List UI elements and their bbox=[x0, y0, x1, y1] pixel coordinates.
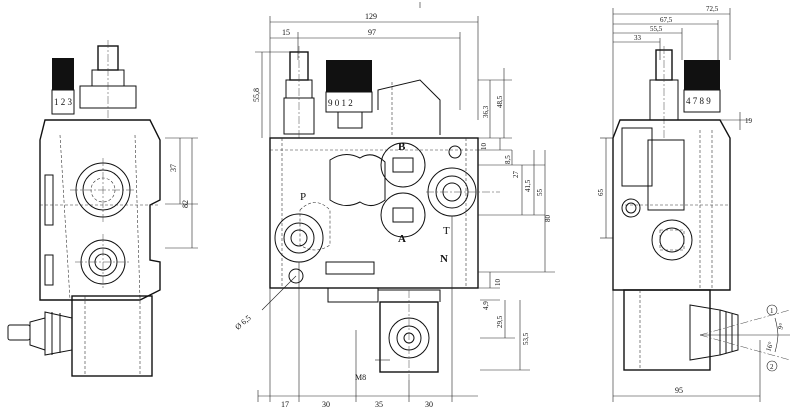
front-dim-8-5: 8,5 bbox=[504, 155, 512, 164]
front-dim-48-5: 48,5 bbox=[496, 95, 504, 108]
front-internal-passage bbox=[329, 154, 386, 206]
left-dim-82: 82 bbox=[181, 200, 190, 208]
right-spool-housing bbox=[623, 289, 711, 371]
front-plug-upper bbox=[448, 145, 462, 159]
front-dim-30-b: 30 bbox=[425, 400, 433, 409]
right-port bbox=[651, 219, 693, 261]
front-dim-53-5: 53,5 bbox=[522, 332, 530, 345]
left-rubber-boot bbox=[7, 311, 73, 356]
left-adjust-knob: 1 2 3 bbox=[51, 58, 75, 115]
right-side-view: 72,5 67,5 55,5 33 4 7 8 9 bbox=[597, 5, 791, 402]
right-marker-1-label: 1 bbox=[770, 307, 774, 315]
right-side-fitting bbox=[621, 198, 641, 218]
front-port-t-label: T bbox=[443, 225, 450, 237]
right-angle-16: 16° bbox=[764, 341, 775, 353]
front-right-dimensions bbox=[478, 68, 555, 371]
front-port-b-label: B bbox=[398, 141, 406, 153]
front-port-b: B bbox=[380, 141, 426, 188]
front-dim-17: 17 bbox=[281, 400, 289, 409]
right-position-marker-2: 2 bbox=[766, 360, 778, 372]
right-dim-65: 65 bbox=[597, 189, 605, 197]
left-dimension-lines bbox=[165, 137, 198, 249]
front-dim-10-bottom: 10 bbox=[494, 279, 502, 287]
front-port-p: P bbox=[274, 191, 324, 263]
front-port-n-label: N bbox=[440, 253, 448, 265]
right-adjust-knob: 4 7 8 9 bbox=[683, 60, 721, 113]
right-angle-9: 9° bbox=[776, 322, 786, 331]
right-dim-19: 19 bbox=[745, 117, 753, 125]
front-port-p-label: P bbox=[300, 191, 306, 203]
front-top-dimensions bbox=[269, 2, 479, 140]
front-port-a: A bbox=[380, 192, 426, 245]
left-dim-37: 37 bbox=[169, 164, 178, 172]
right-position-marker-1: 1 bbox=[766, 304, 778, 316]
right-dim-55-5: 55,5 bbox=[650, 25, 663, 33]
front-side-port-right bbox=[426, 167, 500, 217]
front-view: 129 97 15 55,8 9 0 1 2 bbox=[233, 2, 555, 409]
left-upper-port bbox=[70, 158, 136, 222]
front-bottom-dimensions bbox=[257, 216, 478, 402]
right-dim-95: 95 bbox=[675, 386, 683, 395]
front-dim-10-top: 10 bbox=[480, 143, 488, 151]
left-knob-digits: 1 2 3 bbox=[54, 97, 73, 107]
right-rubber-boot bbox=[719, 309, 739, 356]
front-dim-80: 80 bbox=[544, 215, 552, 223]
left-valve-body bbox=[39, 119, 161, 301]
front-adjust-knob: 9 0 1 2 bbox=[325, 60, 373, 129]
front-hole-callout: Ø 6,5 bbox=[233, 313, 252, 331]
right-dim-67-5: 67,5 bbox=[660, 16, 673, 24]
front-dim-35: 35 bbox=[375, 400, 383, 409]
front-dim-36-3: 36,3 bbox=[482, 105, 490, 118]
front-dim-29-5: 29,5 bbox=[496, 315, 504, 328]
front-thread-callout: M8 bbox=[355, 373, 366, 382]
front-dim-55: 55 bbox=[536, 189, 544, 197]
front-dim-27: 27 bbox=[512, 171, 520, 179]
front-port-a-label: A bbox=[398, 233, 406, 245]
right-dim-72-5: 72,5 bbox=[706, 5, 719, 13]
right-top-dimensions bbox=[612, 8, 731, 140]
front-dim-55-8: 55,8 bbox=[252, 88, 261, 102]
right-marker-2-label: 2 bbox=[770, 363, 774, 371]
front-dim-15: 15 bbox=[282, 28, 290, 37]
left-lower-port bbox=[75, 234, 131, 290]
front-adjust-screw bbox=[283, 46, 315, 140]
left-side-view: 1 2 3 bbox=[7, 40, 198, 377]
front-dim-129: 129 bbox=[365, 12, 377, 21]
front-dim-97: 97 bbox=[368, 28, 376, 37]
front-dim-30-a: 30 bbox=[322, 400, 330, 409]
front-dim-4-9: 4,9 bbox=[482, 301, 490, 310]
front-dim-41-5: 41,5 bbox=[524, 179, 532, 192]
front-mount-hole bbox=[288, 268, 304, 284]
right-knob-digits: 4 7 8 9 bbox=[686, 96, 711, 106]
right-dim-33: 33 bbox=[634, 34, 642, 42]
front-knob-digits: 9 0 1 2 bbox=[328, 98, 353, 108]
